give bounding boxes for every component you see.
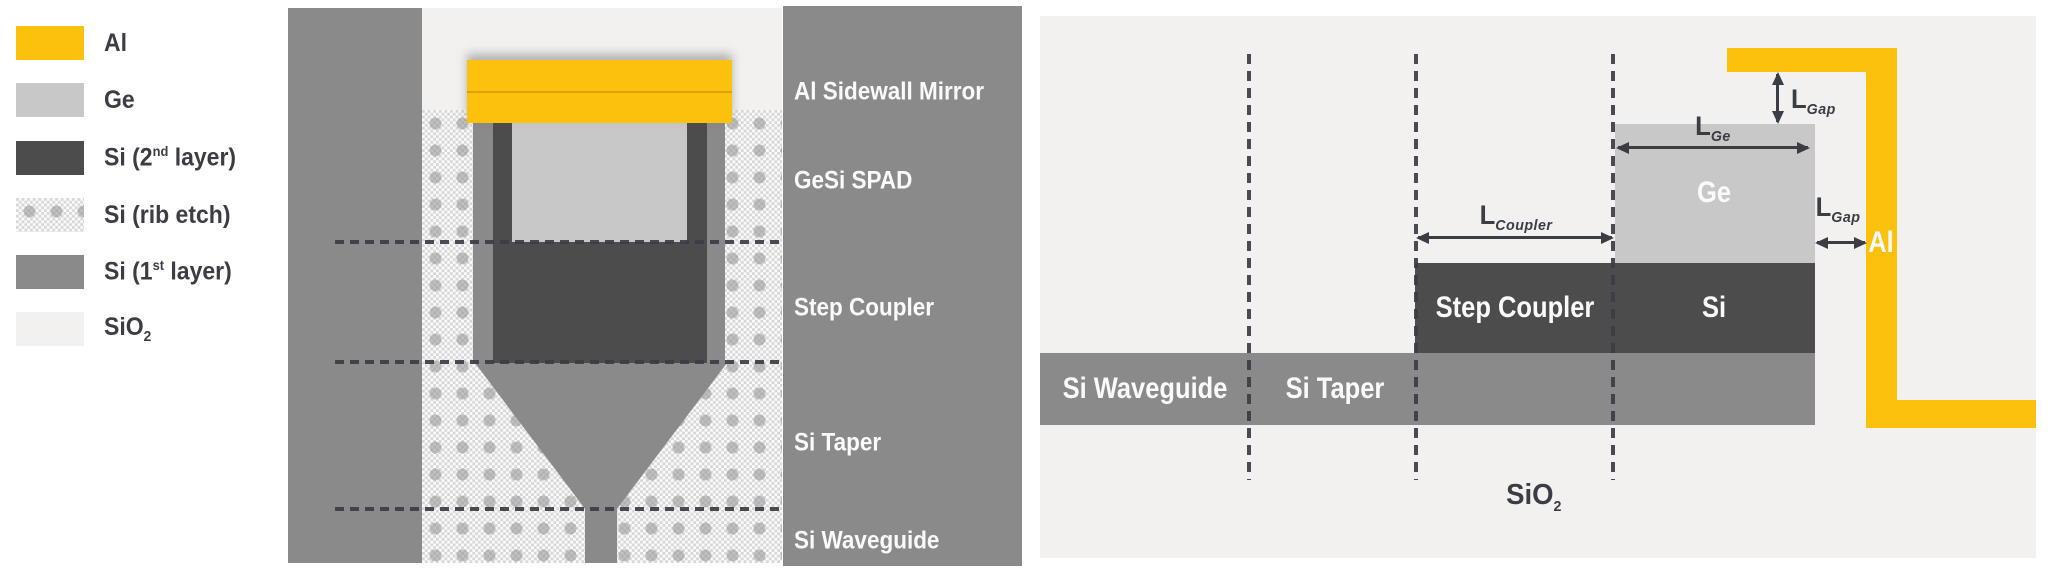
- region-label-si: Si: [1701, 291, 1727, 324]
- label-step-coupler: Step Coupler: [794, 293, 935, 322]
- left-si-slab: [288, 8, 422, 563]
- dim-l-gap-top-sub: Gap: [1806, 101, 1836, 119]
- region-label-step-coupler: Step Coupler: [1435, 291, 1595, 324]
- sio2-swatch: [16, 312, 84, 346]
- si-second-layer-cross-section: [1415, 263, 1815, 353]
- region-label-si-waveguide: Si Waveguide: [1062, 372, 1228, 405]
- dim-l-ge-base: L: [1695, 110, 1711, 141]
- dim-l-coupler-sub: Coupler: [1495, 217, 1553, 235]
- legend-label-si1-post: layer): [164, 257, 232, 286]
- legend-label-si-rib-etch: Si (rib etch): [104, 200, 231, 229]
- al-swatch: [16, 26, 84, 60]
- left-panel-label-column: [783, 6, 1022, 566]
- dim-label-l-gap-top: LGap: [1791, 84, 1836, 118]
- region-label-al: Al: [1868, 226, 1894, 259]
- si-waveguide-stem: [585, 508, 617, 563]
- l-ge-arrow: [1618, 146, 1808, 149]
- si-rib-etch-swatch: [16, 198, 84, 232]
- section-line-coupler: [335, 360, 963, 364]
- dim-l-gap-side-base: L: [1815, 191, 1832, 222]
- legend-label-si-2nd-layer: Si (2nd layer): [104, 143, 236, 172]
- dim-l-gap-side-sub: Gap: [1831, 209, 1861, 227]
- legend-label-si1-sup: st: [152, 257, 165, 274]
- si-1st-layer-swatch: [16, 255, 84, 289]
- legend-item-si-2nd-layer: Si (2nd layer): [16, 141, 248, 175]
- dim-label-l-gap-side: LGap: [1816, 192, 1861, 226]
- legend-label-si1-pre: Si (1: [104, 257, 153, 286]
- dim-label-l-coupler: LCoupler: [1480, 200, 1553, 234]
- boundary-line-coupler-ge: [1611, 54, 1615, 480]
- label-si-taper: Si Taper: [794, 428, 882, 457]
- ge-swatch: [16, 83, 84, 117]
- al-sidewall-mirror-bar: [467, 60, 732, 123]
- legend-label-si2-pre: Si (2: [104, 143, 153, 172]
- dim-l-gap-top-base: L: [1791, 83, 1807, 114]
- legend-item-ge: Ge: [16, 83, 137, 117]
- substrate-label-sio2: SiO2: [1506, 479, 1562, 515]
- boundary-line-taper-coupler: [1414, 54, 1418, 480]
- legend-label-sio2-sub: 2: [143, 328, 152, 345]
- l-coupler-arrow: [1418, 236, 1612, 239]
- si-waveguide-layer: [1040, 353, 1815, 425]
- ge-mesa: [512, 123, 687, 242]
- al-bar-seam: [467, 91, 732, 93]
- dim-l-ge-sub: Ge: [1710, 128, 1731, 146]
- boundary-line-waveguide-taper: [1247, 54, 1251, 480]
- legend-item-si-rib-etch: Si (rib etch): [16, 198, 242, 232]
- dim-l-coupler-base: L: [1479, 199, 1496, 230]
- l-gap-top-arrow: [1776, 74, 1779, 122]
- legend-item-si-1st-layer: Si (1st layer): [16, 255, 243, 289]
- l-gap-side-arrow: [1817, 241, 1865, 244]
- dim-label-l-ge: LGe: [1695, 111, 1731, 145]
- label-al-sidewall-mirror: Al Sidewall Mirror: [794, 77, 985, 106]
- legend-label-al: Al: [104, 28, 127, 57]
- substrate-label-sub: 2: [1553, 497, 1562, 515]
- legend-label-sio2-pre: SiO: [104, 313, 144, 341]
- region-label-si-taper: Si Taper: [1285, 372, 1385, 405]
- legend-item-al: Al: [16, 26, 129, 60]
- legend-label-si-1st-layer: Si (1st layer): [104, 257, 232, 286]
- substrate-label-pre: SiO: [1506, 479, 1554, 512]
- section-line-waveguide: [335, 507, 963, 511]
- region-label-ge: Ge: [1696, 176, 1732, 209]
- label-gesi-spad: GeSi SPAD: [794, 166, 913, 195]
- legend-label-si2-sup: nd: [152, 143, 169, 160]
- label-si-waveguide: Si Waveguide: [794, 526, 940, 555]
- legend-item-sio2: SiO2: [16, 312, 155, 346]
- si-2nd-layer-swatch: [16, 141, 84, 175]
- legend-label-ge: Ge: [104, 85, 135, 114]
- section-line-spad: [335, 240, 963, 244]
- al-contact-vertical: [1866, 48, 1897, 428]
- legend-label-si2-post: layer): [168, 143, 237, 172]
- al-contact-bottom-arm: [1866, 400, 2036, 428]
- legend-label-sio2: SiO2: [104, 313, 151, 345]
